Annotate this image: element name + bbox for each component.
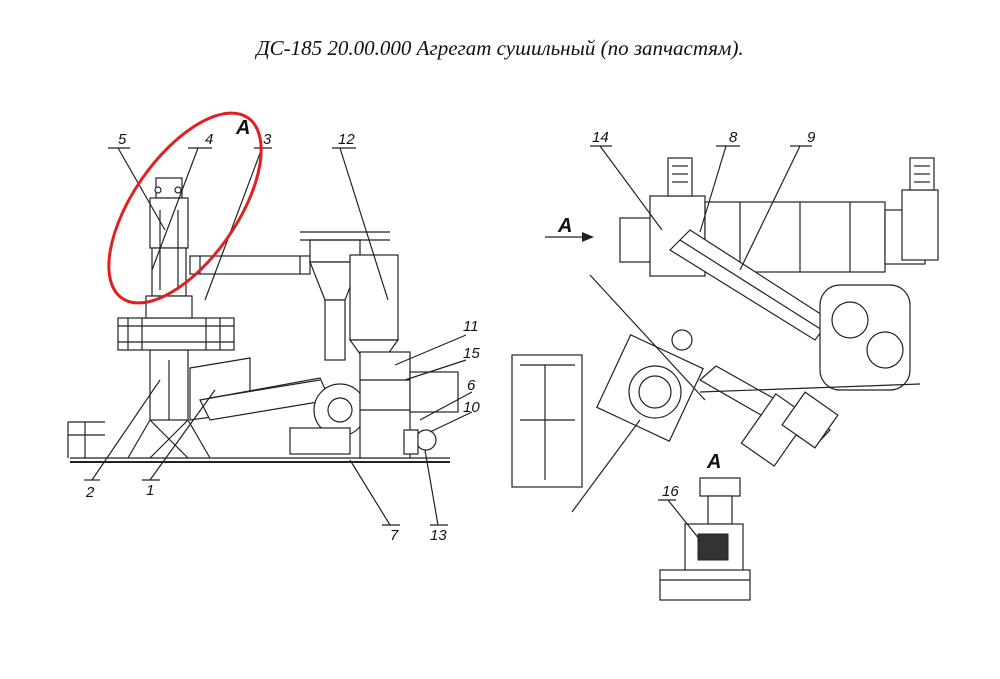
callout-3: 3 bbox=[263, 131, 272, 148]
callout-7: 7 bbox=[390, 527, 399, 544]
detail-A-view bbox=[658, 477, 751, 601]
callout-4: 4 bbox=[205, 131, 213, 148]
callout-1: 1 bbox=[146, 482, 154, 499]
left-railing bbox=[67, 421, 105, 458]
highlight-ellipse bbox=[107, 111, 263, 305]
callout-12: 12 bbox=[338, 131, 355, 148]
drawing-title: ДС-185 20.00.000 Агрегат сушильный (по з… bbox=[256, 36, 744, 60]
callout-16: 16 bbox=[662, 483, 679, 500]
callout-9: 9 bbox=[807, 129, 816, 146]
drying-drum bbox=[189, 357, 331, 421]
callout-6: 6 bbox=[467, 377, 476, 394]
left-elevation-view bbox=[67, 147, 473, 526]
callout-10: 10 bbox=[463, 399, 480, 416]
support-frame bbox=[127, 349, 211, 459]
callout-2: 2 bbox=[85, 484, 95, 501]
callout-13: 13 bbox=[430, 527, 447, 544]
view-label-A-left: A bbox=[235, 117, 250, 139]
service-platform bbox=[117, 317, 235, 351]
callout-15: 15 bbox=[463, 345, 480, 362]
gas-duct bbox=[189, 255, 311, 275]
burner-column bbox=[145, 177, 193, 319]
callout-5: 5 bbox=[118, 131, 127, 148]
callout-8: 8 bbox=[729, 129, 738, 146]
view-label-A-arrow: A bbox=[557, 215, 572, 237]
cyclone bbox=[300, 231, 400, 361]
right-frame bbox=[359, 351, 459, 459]
plan-furnace bbox=[596, 329, 704, 442]
view-label-A-detail: A bbox=[706, 451, 721, 473]
callout-14: 14 bbox=[592, 129, 609, 146]
exhaust-fan bbox=[289, 383, 367, 455]
callout-11: 11 bbox=[463, 318, 479, 335]
plan-view bbox=[511, 145, 939, 601]
leader-lines-left bbox=[84, 147, 473, 526]
